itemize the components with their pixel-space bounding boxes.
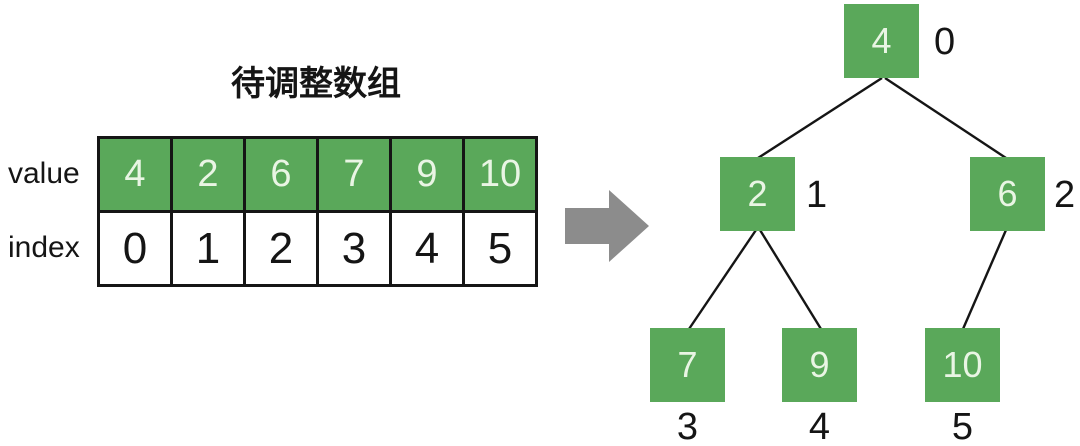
tree-node-index: 3 [676, 406, 699, 446]
array-index-cell: 5 [462, 210, 538, 287]
tree-node-value: 4 [871, 20, 892, 61]
edge-0-2 [884, 76, 1007, 160]
tree-node-index: 2 [1054, 174, 1076, 216]
array-title: 待调整数组 [231, 65, 401, 103]
tree-node-index: 0 [934, 21, 956, 63]
array-index-cell: 1 [170, 210, 246, 287]
tree-node-value: 2 [747, 173, 768, 214]
array-value-cell: 4 [97, 136, 173, 213]
tree-node-left: 2 [720, 157, 795, 231]
array-value-cell: 9 [389, 136, 465, 213]
tree-node-leaf: 9 [782, 328, 857, 402]
array-value-cell: 7 [316, 136, 392, 213]
array-value-cell: 10 [462, 136, 538, 213]
index-row-label: index [8, 231, 80, 264]
tree-node-index: 1 [806, 174, 828, 216]
tree-node-index: 4 [808, 406, 831, 446]
tree-node-value: 7 [677, 344, 698, 385]
array-value-cell: 2 [170, 136, 246, 213]
array-table: 4 2 6 7 9 10 0 1 2 3 4 5 [97, 136, 538, 287]
array-index-cell: 3 [316, 210, 392, 287]
array-index-cell: 0 [97, 210, 173, 287]
right-arrow-icon [565, 190, 649, 262]
edge-0-1 [757, 76, 883, 160]
tree-node-root: 4 [844, 4, 919, 78]
array-index-row: 0 1 2 3 4 5 [97, 210, 538, 287]
array-index-cell: 2 [243, 210, 319, 287]
tree-node-value: 6 [997, 173, 1018, 214]
tree-node-right: 6 [970, 157, 1045, 231]
tree-node-leaf: 10 [925, 328, 1000, 402]
edge-2-5 [961, 229, 1008, 330]
tree-node-value: 9 [809, 344, 830, 385]
edge-1-4 [758, 229, 823, 330]
array-value-cell: 6 [243, 136, 319, 213]
tree-node-index: 5 [951, 406, 974, 446]
tree-node-leaf: 7 [650, 328, 725, 402]
array-index-cell: 4 [389, 210, 465, 287]
value-row-label: value [8, 157, 80, 190]
edge-1-3 [688, 229, 757, 330]
tree-node-value: 10 [942, 344, 983, 385]
array-value-row: 4 2 6 7 9 10 [97, 136, 538, 213]
